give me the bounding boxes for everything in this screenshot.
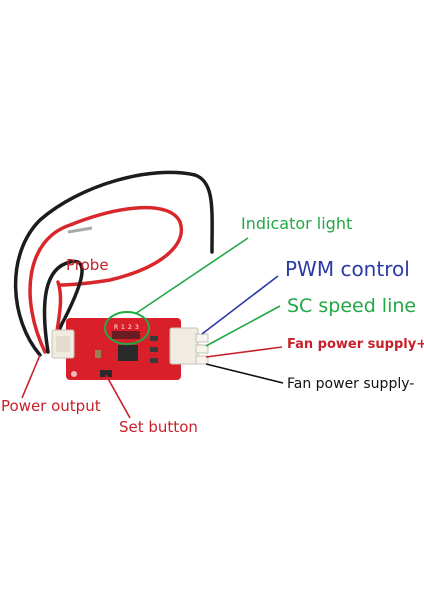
fan-power-supply-plus-label: Fan power supply+	[287, 337, 424, 352]
led-label-r: R	[114, 324, 118, 331]
resistor-2	[150, 347, 158, 352]
probe-wire-red	[28, 205, 184, 354]
connector-pin-bot	[195, 355, 209, 365]
led-label-1: 1	[121, 324, 125, 331]
connector-pin-top	[195, 333, 209, 343]
indicator-highlight-circle	[104, 311, 150, 345]
fan-minus-pointer	[205, 363, 284, 384]
power-output-label: Power output	[1, 397, 101, 415]
sc-speed-line-label: SC speed line	[287, 295, 417, 317]
resistor-3	[150, 358, 158, 363]
capacitor-1	[95, 350, 101, 358]
set-button-pointer	[105, 374, 131, 419]
connector-pin-mid	[195, 344, 209, 354]
led-label-2: 2	[128, 324, 132, 331]
led-label-3: 3	[135, 324, 139, 331]
set-button-part	[100, 370, 112, 377]
led-array	[112, 331, 140, 339]
fan-plus-pointer	[205, 346, 283, 358]
indicator-pointer	[134, 237, 249, 315]
power-output-pointer	[21, 354, 41, 399]
probe-wire-tip	[67, 226, 93, 234]
probe-wire-black	[13, 170, 214, 357]
left-connector-slot	[56, 336, 70, 352]
probe-label: Probe	[66, 256, 109, 274]
pwm-pointer	[201, 275, 279, 335]
right-connector	[169, 327, 199, 365]
mount-hole	[71, 371, 77, 377]
sc-pointer	[205, 305, 281, 347]
indicator-light-label: Indicator light	[241, 214, 353, 233]
fan-power-supply-minus-label: Fan power supply-	[287, 376, 415, 392]
set-button-label: Set button	[119, 418, 198, 436]
microcontroller-chip	[118, 345, 138, 361]
resistor-1	[150, 336, 158, 341]
pwm-control-label: PWM control	[285, 257, 410, 281]
